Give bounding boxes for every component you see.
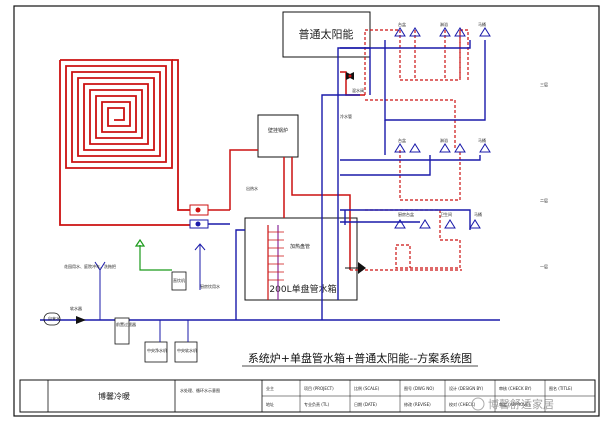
central-purifier-label: 中央净水机 [147,347,167,353]
drawing-frame [13,5,600,417]
svg-text:淋浴: 淋浴 [440,21,448,27]
garden-water-label: 花园用水、庭院冲车、洗拖把 [64,263,116,269]
tb-dwgno: 图号 (DWG NO) [404,385,434,391]
svg-text:卫生间: 卫生间 [440,211,452,217]
drawing-name: 水处理、循环水示意图 [180,387,220,393]
tb-check: 审核 (CHECK BY) [499,385,532,391]
central-purifier [144,341,168,363]
tap-water-label: 自来水 [48,315,60,321]
svg-text:马桶: 马桶 [474,211,482,217]
inlet-valve [76,316,86,324]
tap-water-inlet [43,312,61,326]
tb-revise: 修改 (REVISE) [404,401,431,407]
floor-3-label: 三层 [540,81,548,87]
address-label: 地址 [266,401,274,407]
tank-coil-label: 加热盘管 [290,243,310,250]
mixing-valve [346,72,354,80]
circulation-pump [345,262,366,274]
title-block [19,379,596,413]
floor-2-label: 二层 [540,197,548,203]
svg-text:马桶: 马桶 [478,137,486,143]
cold-pipe-label: 冷水管 [340,113,352,119]
svg-text:台盆: 台盆 [398,137,406,143]
drink-machine [171,271,187,291]
small-pipes [94,243,206,342]
hot-out-label: 出热水 [246,185,258,191]
solar-heater [282,11,371,58]
svg-text:马桶: 马桶 [478,21,486,27]
central-softener [174,341,198,363]
boiler-label: 壁挂锅炉 [268,127,288,134]
solar-label: 普通太阳能 [299,27,354,41]
tb-title: 图名 (TITLE) [549,385,573,391]
central-softener-label: 中央软水机 [177,347,197,353]
wall-boiler [257,114,299,158]
svg-text:台盆: 台盆 [398,21,406,27]
system-title: 系统炉+单盘管水箱+普通太阳能--方案系统图 [248,351,472,365]
tb-project: 项目 (PROJECT) [304,385,334,391]
owner-label: 业主 [266,385,274,391]
company-name: 博馨冷暖 [98,391,130,401]
tb-scale: 比例 (SCALE) [354,385,380,391]
fixtures [394,27,491,229]
drinking-water-label: 厨房饮用水 [200,283,220,289]
tb-approve: 审定 (APPROVE) [499,401,531,407]
tb-checker: 校对 (CHECK) [449,401,476,407]
tb-design: 设计 (DESIGN BY) [449,385,483,391]
drink-machine-label: 直饮机 [173,277,185,283]
tb-date: 日期 (DATE) [354,401,377,407]
tb-tl: 专业负责 (TL) [304,401,330,407]
manifold [189,204,230,229]
svg-text:厨房台盆: 厨房台盆 [398,211,414,217]
svg-text:博馨舒适家居: 博馨舒适家居 [488,397,554,411]
fixture-labels: 台盆 淋浴 马桶 台盆 淋浴 马桶 厨房台盆 卫生间 马桶 [398,21,486,217]
svg-text:淋浴: 淋浴 [440,137,448,143]
softener-label: 软水器 [70,305,82,311]
tank-label: 200L单盘管水箱 [269,283,336,295]
front-filter [114,317,130,345]
mix-valve-label: 混水阀 [352,87,364,93]
front-filter-label: 前置过滤器 [116,321,136,327]
floor-1-label: 一层 [540,263,548,269]
hot-distribution [350,29,469,271]
floor-heating-coil [59,59,190,226]
watermark: 博馨舒适家居 [471,397,554,411]
green-pipe [134,238,172,271]
tank-coil [267,225,284,300]
